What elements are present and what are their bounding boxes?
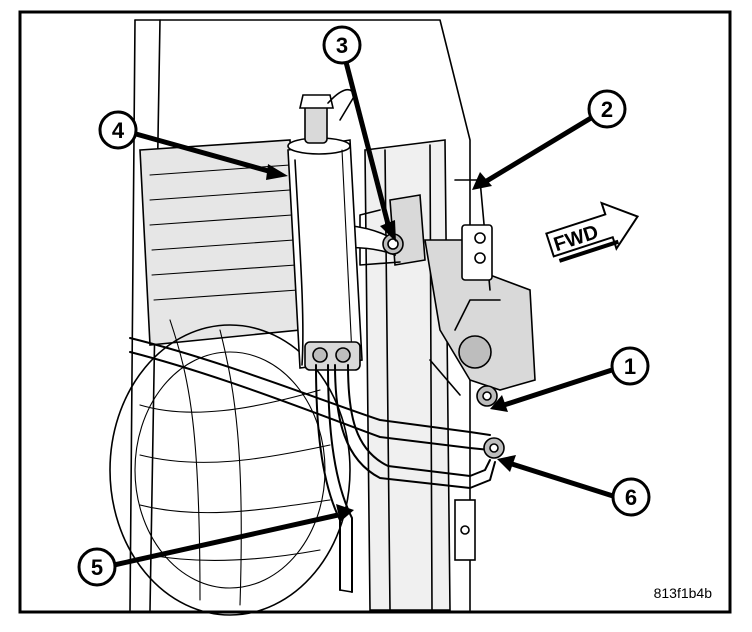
- callout-3-label: 3: [336, 33, 348, 58]
- callout-5-label: 5: [91, 555, 103, 580]
- callout-1-label: 1: [624, 354, 636, 379]
- callout-5: 5: [77, 547, 117, 587]
- callout-6: 6: [611, 477, 651, 517]
- callout-4: 4: [98, 110, 138, 150]
- callout-6-label: 6: [625, 485, 637, 510]
- callout-2-label: 2: [601, 97, 613, 122]
- callout-2: 2: [587, 89, 627, 129]
- callout-4-label: 4: [112, 118, 125, 143]
- callout-3: 3: [322, 25, 362, 65]
- figure-code: 813f1b4b: [654, 585, 713, 601]
- illustration: [109, 19, 536, 616]
- leader-arrows: [113, 61, 614, 568]
- callout-1: 1: [610, 346, 650, 386]
